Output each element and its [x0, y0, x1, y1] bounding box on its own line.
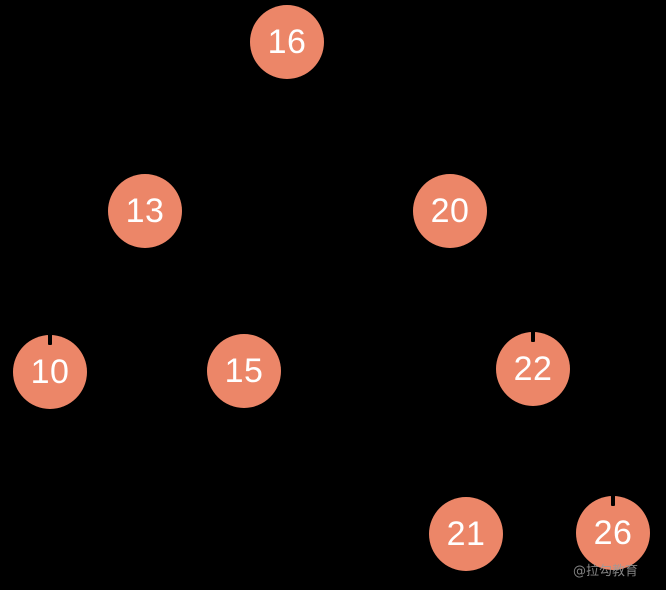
tree-node-label: 16	[267, 23, 307, 61]
tree-node-20[interactable]: 20	[413, 174, 487, 248]
tree-node-13[interactable]: 13	[108, 174, 182, 248]
tree-node-15[interactable]: 15	[207, 334, 281, 408]
tree-node-16[interactable]: 16	[250, 5, 324, 79]
watermark-text: @拉勾教育	[573, 564, 639, 579]
tree-node-edge-notch	[531, 331, 535, 342]
tree-node-10[interactable]: 10	[13, 335, 87, 409]
tree-node-edge-notch	[611, 495, 615, 506]
tree-node-22[interactable]: 22	[496, 332, 570, 406]
tree-node-26[interactable]: 26	[576, 496, 650, 570]
tree-node-label: 26	[593, 514, 633, 552]
tree-node-label: 15	[224, 352, 264, 390]
tree-node-21[interactable]: 21	[429, 497, 503, 571]
tree-node-edge-notch	[48, 334, 52, 345]
tree-node-label: 21	[446, 515, 486, 553]
tree-node-label: 10	[30, 353, 70, 391]
tree-node-label: 20	[430, 192, 470, 230]
tree-node-label: 22	[513, 350, 553, 388]
tree-node-label: 13	[125, 192, 165, 230]
